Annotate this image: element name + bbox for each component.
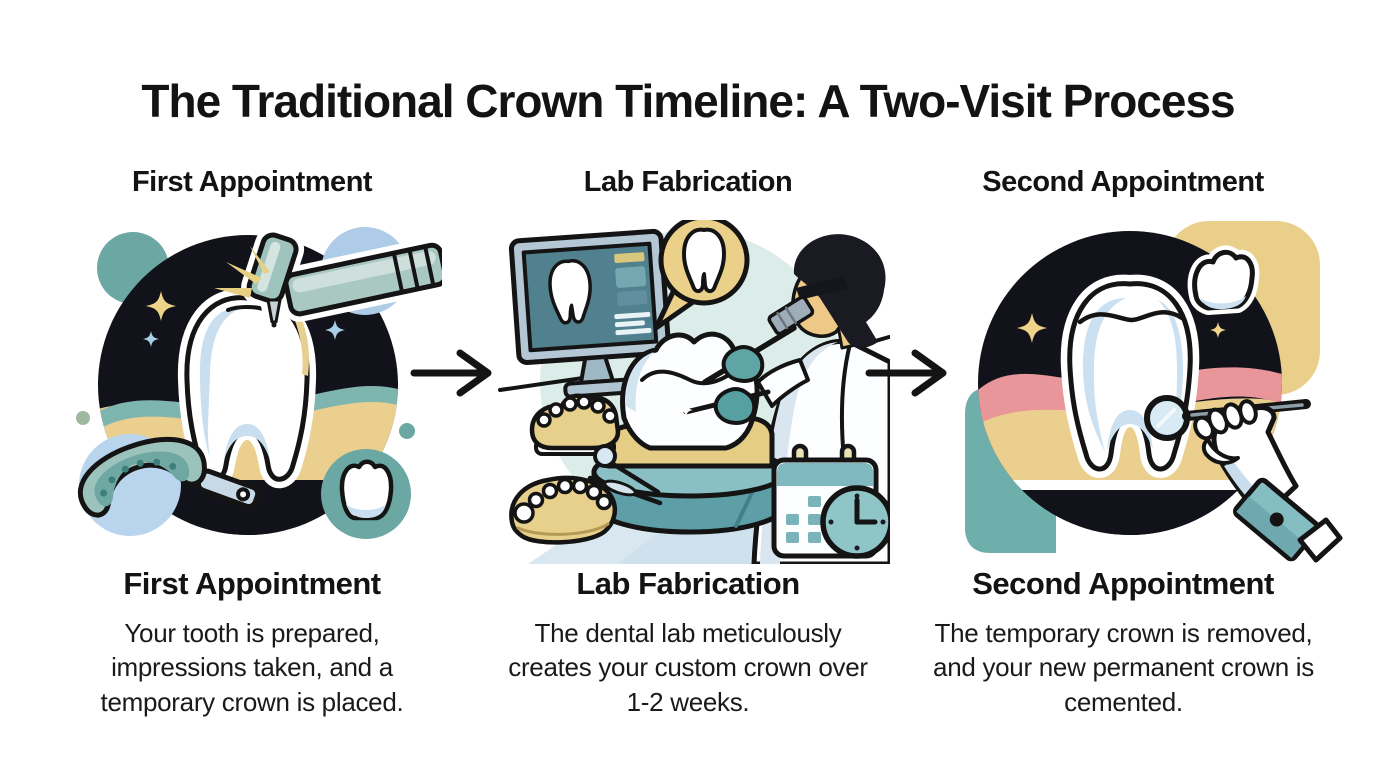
column-header-first-appointment: First Appointment [131, 166, 373, 198]
column-header-lab-fabrication: Lab Fabrication [583, 166, 793, 198]
caption-body-lab-fabrication: The dental lab meticulously creates your… [508, 618, 868, 717]
second-appointment-illustration [965, 221, 1343, 563]
impression-tray-icon [77, 437, 261, 518]
loupe-cylinder [767, 295, 815, 336]
dental-model-lower [509, 475, 617, 545]
page-title: The Traditional Crown Timeline: A Two-Vi… [141, 75, 1235, 127]
glove [713, 387, 757, 425]
hand-with-mirror [1144, 395, 1343, 563]
permanent-crown-icon [1187, 245, 1260, 315]
technician-hair [793, 234, 886, 348]
clock-icon [820, 485, 890, 559]
temporary-crown-icon [321, 449, 411, 539]
caption-heading-lab-fabrication: Lab Fabrication [576, 566, 800, 601]
dental-instruments-icon [587, 444, 663, 506]
loupe-glasses-icon [796, 276, 848, 300]
dental-model-upper [529, 393, 621, 456]
teal-dot [399, 423, 415, 439]
sage-dot [76, 411, 90, 425]
sleeve-cuff [1233, 477, 1321, 562]
speech-bubble-tooth-icon [653, 220, 750, 331]
caption-body-second-appointment: The temporary crown is removed, and your… [933, 618, 1314, 717]
caption-heading-second-appointment: Second Appointment [972, 566, 1274, 601]
calendar-icon [771, 443, 890, 559]
caption-body-first-appointment: Your tooth is prepared, impressions take… [100, 618, 404, 717]
fingers [1193, 399, 1258, 441]
arrow-right-icon [865, 349, 947, 397]
column-header-second-appointment: Second Appointment [982, 166, 1264, 198]
first-appointment-illustration [76, 227, 442, 539]
drill-sparks [214, 246, 270, 298]
lab-fabrication-illustration [498, 220, 890, 564]
monitor-icon [508, 228, 671, 399]
caption-heading-first-appointment: First Appointment [123, 566, 381, 601]
arrow-right-icon [410, 349, 492, 397]
technician-hands [679, 325, 797, 425]
glove [721, 345, 765, 383]
dental-drill-icon [214, 227, 442, 330]
